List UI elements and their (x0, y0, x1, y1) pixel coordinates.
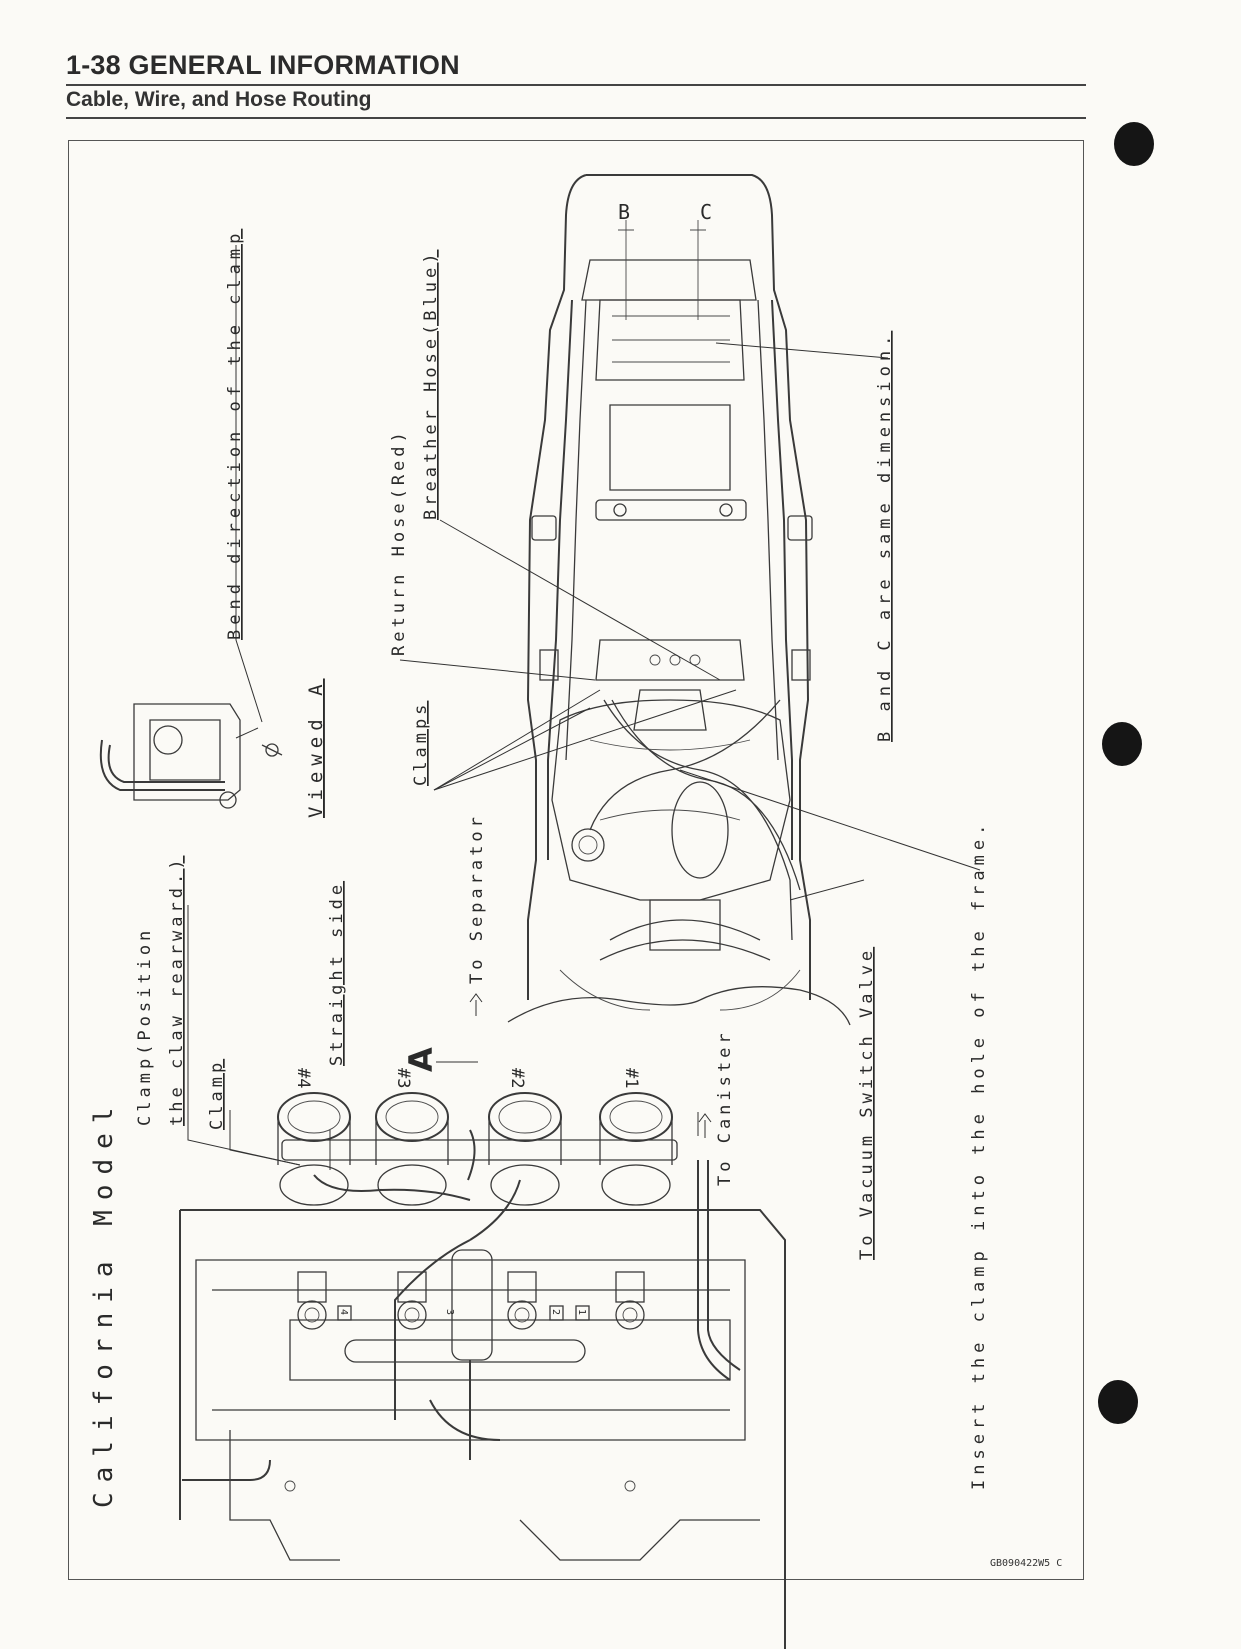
punch-hole-bottom (1098, 1380, 1138, 1424)
label-straight-side: Straight side (327, 881, 347, 1066)
throttle-bodies (277, 1092, 678, 1206)
dimension-b: B (618, 200, 630, 224)
label-bend-direction: Bend direction of the clamp (225, 229, 245, 640)
clamp-detail-drawing (99, 703, 283, 809)
motorcycle-frame-drawing (507, 174, 851, 1026)
label-clamp: Clamp (207, 1059, 227, 1130)
label-clamp-position: Clamp(Position (135, 927, 155, 1126)
page-subtitle: Cable, Wire, and Hose Routing (66, 88, 372, 111)
label-insert-clamp: Insert the clamp into the hole of the fr… (969, 820, 989, 1490)
cylinder-1-label: #1 (621, 1068, 641, 1088)
subtitle-rule (66, 117, 1086, 119)
label-to-separator: To Separator (467, 813, 487, 984)
plug-2-label: 2 (550, 1309, 561, 1315)
cylinder-4-label: #4 (293, 1068, 313, 1088)
plug-1-label: 1 (576, 1309, 587, 1315)
label-breather-hose: Breather Hose(Blue) (421, 250, 441, 520)
diagram-frame (68, 140, 1084, 1580)
cylinder-2-label: #2 (507, 1068, 527, 1088)
punch-hole-top (1114, 122, 1154, 166)
view-marker-a: A (402, 1047, 440, 1072)
arrow-to-canister-icon (698, 1113, 712, 1138)
label-california-model: California Model (89, 1098, 119, 1508)
leader-lines (187, 245, 981, 1170)
punch-hole-middle (1102, 722, 1142, 766)
label-clamps: Clamps (411, 701, 431, 786)
page-header: 1-38 GENERAL INFORMATION Cable, Wire, an… (66, 48, 1086, 119)
diagram-labels: California Model Clamp(Position the claw… (89, 200, 989, 1508)
title-rule (66, 84, 1086, 86)
plug-3-label: 3 (444, 1309, 455, 1315)
dimension-c: C (700, 200, 712, 224)
label-viewed-a: Viewed A (305, 678, 327, 818)
cylinder-3-label: #3 (393, 1068, 413, 1088)
arrow-to-separator-icon (469, 993, 483, 1016)
page-title: 1-38 GENERAL INFORMATION (66, 50, 460, 80)
label-return-hose: Return Hose(Red) (389, 428, 409, 656)
label-to-canister: To Canister (715, 1029, 735, 1186)
figure-code: GB090422W5 C (990, 1558, 1062, 1569)
label-claw-rearward: the claw rearward.) (167, 856, 187, 1126)
label-b-and-c-same: B and C are same dimension. (875, 331, 895, 742)
spark-plug-caps (297, 1271, 645, 1330)
plug-4-label: 4 (338, 1309, 349, 1315)
engine-throttle-body-drawing (179, 1092, 786, 1649)
label-to-vacuum-switch-valve: To Vacuum Switch Valve (857, 947, 877, 1260)
